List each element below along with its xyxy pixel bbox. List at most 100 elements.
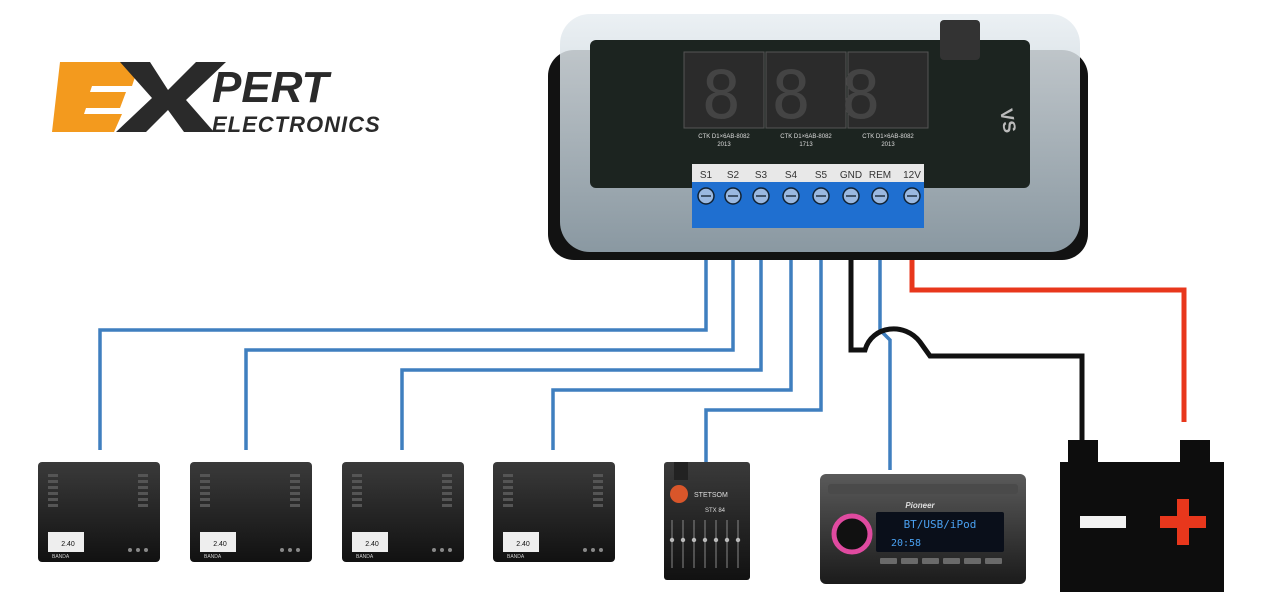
vent-slot	[352, 504, 362, 507]
crossover-knob-icon[interactable]	[735, 537, 741, 543]
chip-label-2: CTK D1×6AB-8082	[780, 134, 832, 140]
vent-slot	[290, 504, 300, 507]
wire-s1	[98, 200, 708, 450]
terminal-label-s5: S5	[815, 170, 828, 181]
amplifier-badge-bg	[503, 532, 539, 552]
crossover-knob-icon[interactable]	[691, 537, 697, 543]
vent-slot	[352, 474, 362, 477]
signal-wires	[98, 200, 892, 470]
vent-slot	[593, 492, 603, 495]
wire-s2	[244, 200, 735, 450]
led-icon	[591, 548, 595, 552]
wire-s4	[551, 200, 793, 450]
vent-slot	[48, 498, 58, 501]
vent-slot	[442, 492, 452, 495]
chip-label-3: CTK D1×6AB-8082	[862, 134, 914, 140]
expert-electronics-logo: PERT ELECTRONICS	[52, 62, 381, 137]
chip-label-1: CTK D1×6AB-8082	[698, 134, 750, 140]
led-icon	[128, 548, 132, 552]
display-1	[683, 51, 765, 129]
crossover-knob-icon[interactable]	[724, 537, 730, 543]
terminal-label-strip	[692, 164, 924, 182]
wire-rem	[878, 200, 892, 470]
vent-slot	[138, 486, 148, 489]
crossover-knob-icon[interactable]	[680, 537, 686, 543]
vent-slot	[442, 480, 452, 483]
seven-segment-displays: 888	[683, 51, 929, 134]
sequencer-connector	[940, 20, 980, 60]
crossover-model: STX 84	[705, 508, 726, 514]
amplifier-badge: 2.40	[516, 541, 530, 548]
plus-icon-v	[1177, 499, 1189, 545]
display-digits: 888	[701, 57, 910, 134]
vent-slot	[290, 492, 300, 495]
crossover-knob-icon[interactable]	[713, 537, 719, 543]
head-unit-brand: Pioneer	[905, 501, 935, 510]
crossover-unit: STETSOM STX 84	[664, 462, 750, 580]
vent-slot	[503, 486, 513, 489]
vent-slot	[503, 492, 513, 495]
vent-slot	[200, 474, 210, 477]
led-icon	[280, 548, 284, 552]
vent-slot	[352, 492, 362, 495]
led-icon	[288, 548, 292, 552]
vent-slot	[503, 474, 513, 477]
terminal-label-rem: REM	[869, 170, 891, 181]
vent-slot	[138, 498, 148, 501]
vent-slot	[503, 498, 513, 501]
cd-slot	[828, 484, 1018, 494]
vent-slot	[290, 498, 300, 501]
battery	[1060, 440, 1224, 592]
volume-knob	[831, 513, 873, 555]
crossover-knob-icon[interactable]	[669, 537, 675, 543]
logo-x-mark	[116, 62, 226, 132]
preset-button[interactable]	[901, 558, 918, 564]
minus-icon	[1080, 516, 1126, 528]
terminal-label-s2: S2	[727, 170, 740, 181]
wire-s5	[704, 200, 823, 462]
preset-button[interactable]	[922, 558, 939, 564]
led-icon	[599, 548, 603, 552]
vent-slot	[200, 492, 210, 495]
led-icon	[136, 548, 140, 552]
amplifier-brand: BANDA	[204, 554, 222, 560]
vent-slot	[48, 486, 58, 489]
led-icon	[440, 548, 444, 552]
vent-slot	[352, 480, 362, 483]
vent-slot	[138, 492, 148, 495]
amplifier-badge: 2.40	[365, 541, 379, 548]
terminal-label-gnd: GND	[840, 170, 862, 181]
preset-button[interactable]	[943, 558, 960, 564]
amplifier-badge-bg	[200, 532, 236, 552]
vent-slot	[593, 486, 603, 489]
terminal-label-12v: 12V	[903, 170, 921, 181]
vent-slot	[503, 504, 513, 507]
terminal-label-s1: S1	[700, 170, 713, 181]
head-unit-display-time: 20:58	[891, 538, 921, 549]
wire-gnd	[848, 198, 1085, 440]
crossover-knob-icon[interactable]	[702, 537, 708, 543]
logo-word-bottom: ELECTRONICS	[212, 112, 381, 137]
chip-year-1: 2013	[717, 142, 731, 148]
preset-button[interactable]	[964, 558, 981, 564]
vent-slot	[593, 480, 603, 483]
vent-slot	[503, 480, 513, 483]
amplifier-brand: BANDA	[507, 554, 525, 560]
head-unit-display-line1: BT/USB/iPod	[904, 518, 977, 531]
led-icon	[583, 548, 587, 552]
vent-slot	[352, 498, 362, 501]
board-side-text: VS	[996, 107, 1020, 134]
crossover-jack	[674, 462, 688, 480]
vent-slot	[48, 504, 58, 507]
amplifier-brand: BANDA	[52, 554, 70, 560]
preset-button[interactable]	[880, 558, 897, 564]
vent-slot	[442, 486, 452, 489]
crossover-controls	[669, 520, 741, 568]
preset-button[interactable]	[985, 558, 1002, 564]
led-icon	[296, 548, 300, 552]
